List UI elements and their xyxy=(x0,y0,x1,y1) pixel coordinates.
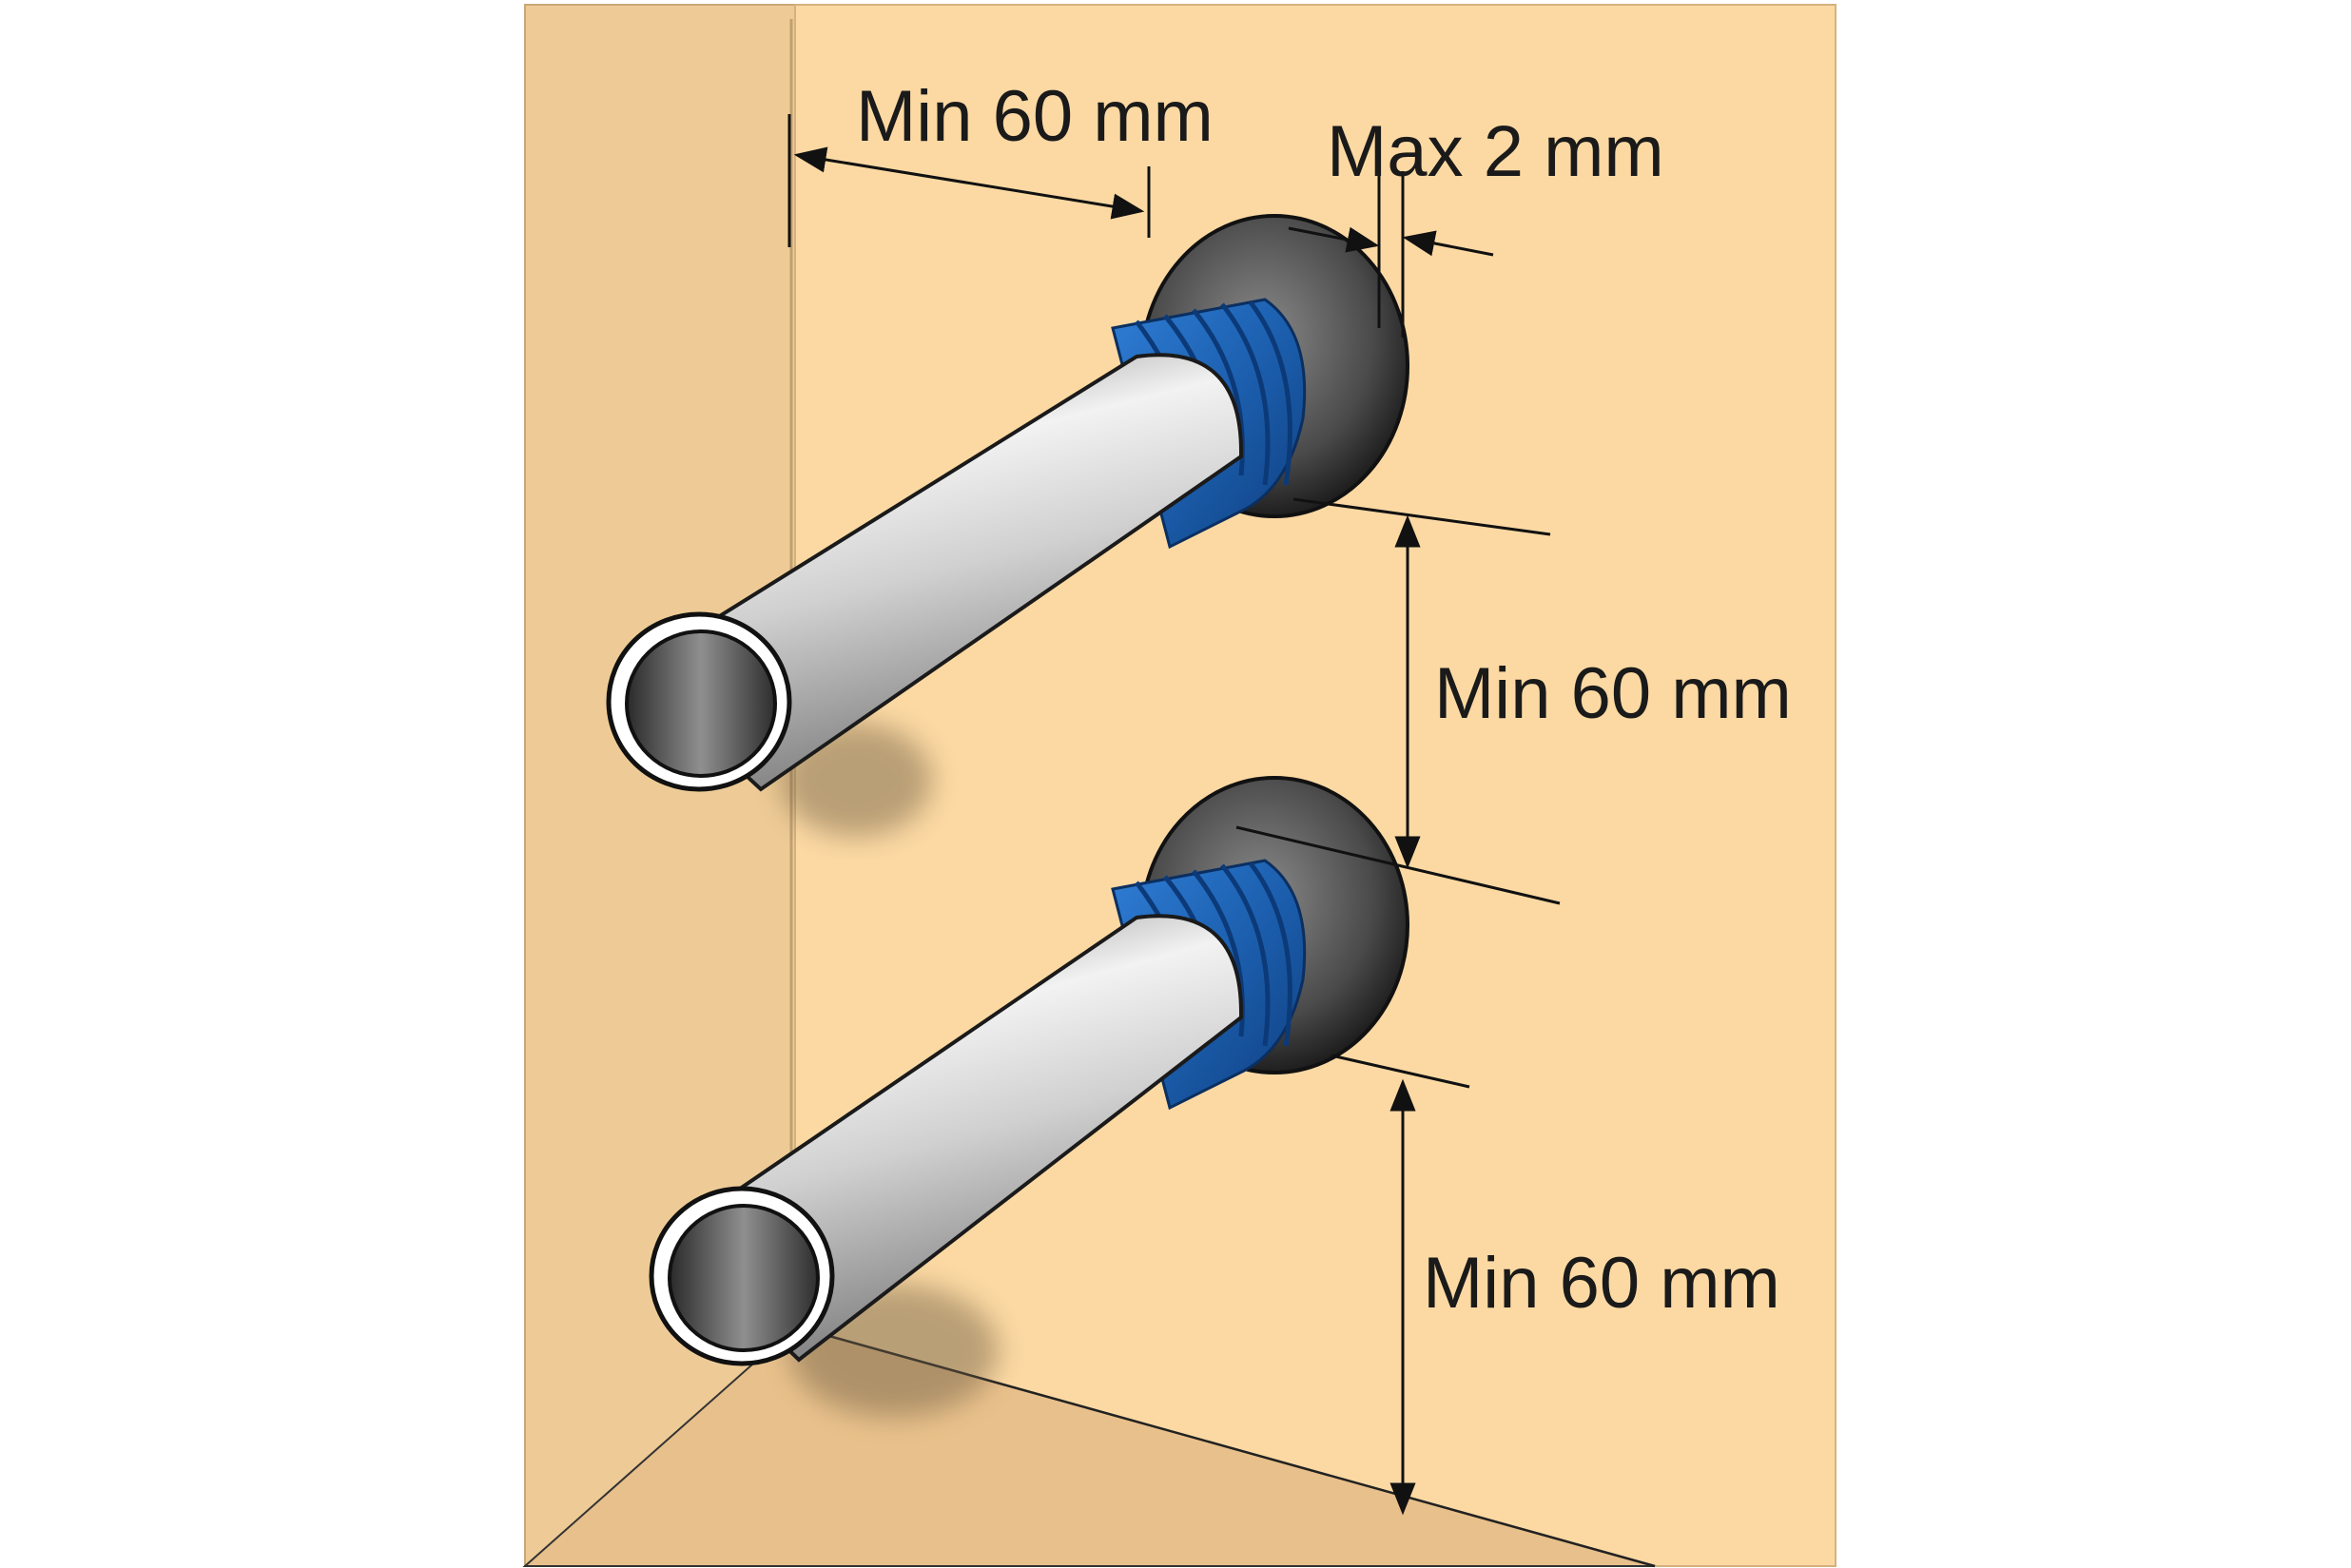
corner-clearance-label: Min 60 mm xyxy=(856,76,1214,157)
extension-line xyxy=(1292,497,1551,536)
room-corner xyxy=(522,4,1836,1568)
dimension-labels: Min 60 mm Max 2 mm Min 60 mm Min 60 mm xyxy=(856,76,1792,1324)
dimension-arrow-icon xyxy=(1288,226,1380,253)
sleeve-gap-label: Max 2 mm xyxy=(1327,111,1664,192)
pipe-spacing-label: Min 60 mm xyxy=(1434,653,1792,734)
upper-pipe-assembly xyxy=(606,214,1409,837)
pipe-bore xyxy=(625,629,777,778)
floor-clearance-label: Min 60 mm xyxy=(1423,1243,1780,1324)
dimension-arrow-icon xyxy=(793,146,1145,220)
dimension-arrow-icon xyxy=(1402,230,1494,257)
dimension-lines xyxy=(787,114,1561,1516)
extension-line xyxy=(1331,1054,1470,1089)
pipe-bore xyxy=(668,1204,820,1352)
